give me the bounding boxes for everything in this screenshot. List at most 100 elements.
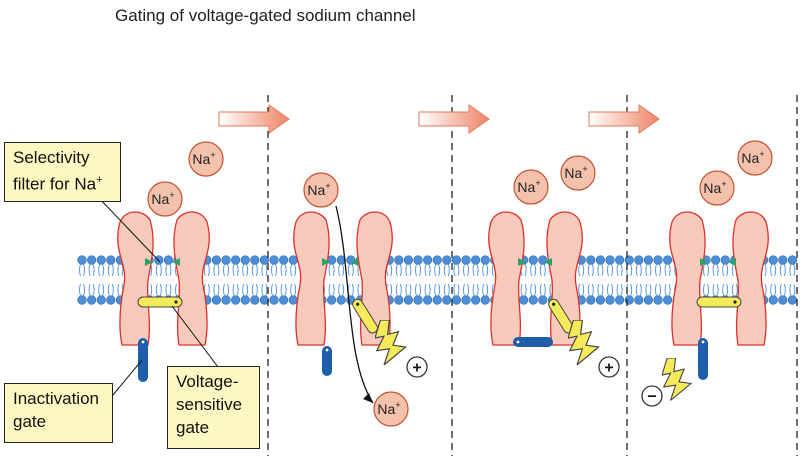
- lipid-head: [595, 295, 606, 305]
- lipid-head: [327, 295, 337, 305]
- label-leader-lines: [97, 196, 219, 396]
- sodium-ion: [560, 155, 596, 191]
- voltage-gate-hinge: [733, 300, 737, 304]
- selectivity-filter-label-text: filter for Na: [13, 174, 97, 194]
- lipid-tail: [597, 283, 604, 297]
- lipid-tail: [242, 283, 249, 297]
- lipid-head: [250, 255, 260, 265]
- lipid-head: [595, 255, 606, 265]
- channel-subunit: [173, 211, 210, 346]
- lipid-tail: [578, 283, 585, 297]
- lipid-tail: [530, 263, 537, 277]
- lipid-tail: [232, 263, 239, 277]
- sodium-ion-label: Na+: [377, 400, 400, 417]
- lipid-tail: [88, 283, 95, 297]
- channel-subunit: [117, 211, 154, 346]
- lipid-tail: [703, 283, 709, 297]
- lipid-tail: [328, 283, 335, 297]
- lipid-head: [768, 255, 778, 265]
- lipid-tail: [578, 263, 585, 277]
- voltage-gate-hinge: [356, 302, 360, 306]
- lipid-tail: [443, 263, 450, 277]
- lipid-head: [394, 295, 404, 305]
- sodium-ion: [513, 169, 549, 205]
- lipid-head: [662, 255, 673, 265]
- lipid-tail: [88, 263, 95, 277]
- lipid-head: [586, 295, 596, 305]
- lipid-tail: [251, 283, 258, 297]
- selectivity-filter-marker: [172, 258, 180, 266]
- lipid-tail: [645, 283, 652, 297]
- progression-arrow: [218, 104, 290, 134]
- lipid-tail: [338, 263, 345, 277]
- lipid-head: [413, 295, 423, 305]
- selectivity-filter-label-charge: +: [96, 174, 103, 186]
- sodium-ion: [373, 391, 409, 427]
- sodium-ion-label: Na+: [192, 150, 215, 167]
- lipid-tail: [722, 263, 729, 277]
- lipid-tail: [223, 263, 229, 277]
- lipid-tail: [223, 283, 229, 297]
- voltage-sensitive-gate-label: Voltage- sensitive gate: [167, 366, 260, 449]
- lipid-head: [106, 255, 116, 265]
- sodium-ion-label: Na+: [564, 164, 587, 181]
- lipid-head: [634, 255, 644, 265]
- sodium-ion-label: Na+: [517, 178, 540, 195]
- lipid-head: [710, 255, 721, 265]
- inactivation-gate-label: Inactivation gate: [4, 383, 113, 443]
- inactivation-gate-hinge: [701, 340, 705, 344]
- lipid-head: [221, 295, 231, 305]
- negative-charge: −: [647, 389, 656, 406]
- selectivity-filter-label-line1: Selectivity: [13, 148, 90, 167]
- lipid-head: [461, 255, 471, 265]
- lipid-head: [269, 255, 279, 265]
- lipid-tail: [203, 263, 210, 277]
- lipid-head: [471, 255, 481, 265]
- sodium-ion: [188, 141, 224, 177]
- lipid-tail: [347, 263, 354, 277]
- lipid-tail: [415, 283, 421, 297]
- selectivity-filter-marker: [350, 258, 358, 266]
- selectivity-filter-label-line2: filter for Na+: [13, 169, 112, 196]
- negative-charge-circle: [641, 385, 663, 407]
- lipid-head: [614, 255, 625, 265]
- lipid-tail: [242, 263, 249, 277]
- lipid-head: [471, 295, 481, 305]
- lipid-tail: [472, 263, 479, 277]
- lipid-tail: [443, 283, 450, 297]
- lipid-head: [403, 255, 414, 265]
- lipid-head: [624, 255, 634, 265]
- ion-flow-arrowhead: [363, 393, 373, 403]
- lipid-tail: [453, 263, 460, 277]
- lipid-head: [614, 295, 625, 305]
- lipid-head: [634, 295, 644, 305]
- lipid-tail: [424, 263, 431, 277]
- selectivity-filter-marker: [700, 258, 708, 266]
- lipid-head: [442, 295, 452, 305]
- selectivity-filter-label: Selectivity filter for Na+: [4, 142, 121, 202]
- voltage-gate-label-line2: sensitive: [176, 395, 243, 414]
- channel-subunit: [669, 211, 706, 346]
- lipid-tail: [98, 263, 105, 277]
- lipid-tail: [405, 263, 412, 277]
- lipid-tail: [251, 263, 258, 277]
- lipid-head: [250, 295, 260, 305]
- lipid-head: [643, 255, 654, 265]
- lipid-head: [288, 295, 298, 305]
- lipid-head: [662, 295, 673, 305]
- lipid-head: [423, 295, 433, 305]
- sodium-ion-label: Na+: [307, 181, 330, 198]
- selectivity-filter-marker: [145, 258, 153, 266]
- lipid-tail: [79, 263, 85, 277]
- lipid-tail: [587, 283, 594, 297]
- lipid-head: [480, 255, 490, 265]
- lipid-head: [106, 295, 116, 305]
- lipid-head: [778, 295, 788, 305]
- lipid-tail: [415, 263, 421, 277]
- lipid-head: [461, 295, 471, 305]
- lipid-head: [240, 295, 250, 305]
- positive-charge: +: [604, 360, 613, 377]
- lipid-tail: [424, 283, 431, 297]
- voltage-gate-hinge: [174, 300, 178, 304]
- lipid-tail: [155, 283, 162, 297]
